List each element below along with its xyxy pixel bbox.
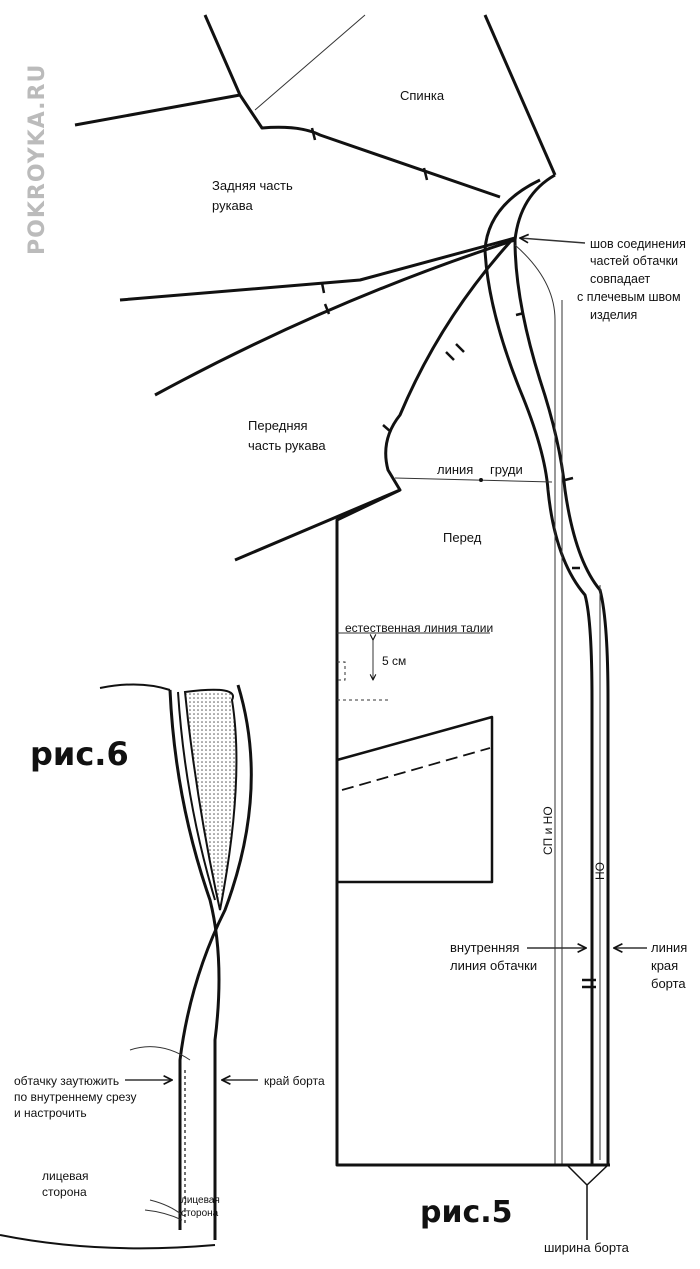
label-back-sleeve-1: Задняя часть [212, 178, 293, 193]
front-piece [335, 477, 610, 1167]
label-edge: край борта [264, 1074, 325, 1088]
label-seam-2: частей обтачки [590, 254, 678, 268]
label-seam-3: совпадает [590, 272, 650, 286]
label-face-inner-1: лицевая [181, 1195, 220, 1206]
label-seam-4: с плечевым швом [577, 290, 681, 304]
label-seam-1: шов соединения [590, 237, 686, 251]
notches [310, 127, 596, 989]
label-waist-offset: 5 см [382, 654, 406, 668]
label-width: ширина борта [544, 1240, 630, 1255]
back-piece [74, 14, 557, 199]
label-edge-1: линия [651, 940, 687, 955]
label-back: Спинка [400, 88, 445, 103]
facing-band [483, 173, 610, 1240]
front-sleeve [119, 236, 516, 562]
label-sp-no: СП и НО [541, 806, 555, 855]
label-no: НО [593, 862, 607, 880]
figure6-caption: рис.6 [30, 735, 129, 773]
figure5-caption: рис.5 [420, 1195, 513, 1230]
label-front-sleeve-2: часть рукава [248, 438, 326, 453]
label-face-2: сторона [42, 1185, 87, 1199]
label-face-inner-2: сторона [181, 1208, 219, 1219]
label-press-1: обтачку заутюжить [14, 1074, 119, 1088]
label-edge-3: борта [651, 976, 686, 991]
label-press-3: и настрочить [14, 1106, 87, 1120]
label-edge-2: края [651, 958, 678, 973]
label-press-2: по внутреннему срезу [14, 1090, 136, 1104]
label-inner-1: внутренняя [450, 940, 519, 955]
label-front-sleeve-1: Передняя [248, 418, 308, 433]
label-face-1: лицевая [42, 1169, 89, 1183]
label-chest-1: линия [437, 462, 473, 477]
label-inner-2: линия обтачки [450, 958, 537, 973]
label-seam-5: изделия [590, 308, 637, 322]
label-front: Перед [443, 530, 482, 545]
label-back-sleeve-2: рукава [212, 198, 254, 213]
watermark: POKROYKA.RU [25, 64, 50, 255]
label-chest-2: груди [490, 462, 523, 477]
label-waist: естественная линия талии [345, 621, 493, 635]
figure6-drawing [0, 683, 253, 1250]
